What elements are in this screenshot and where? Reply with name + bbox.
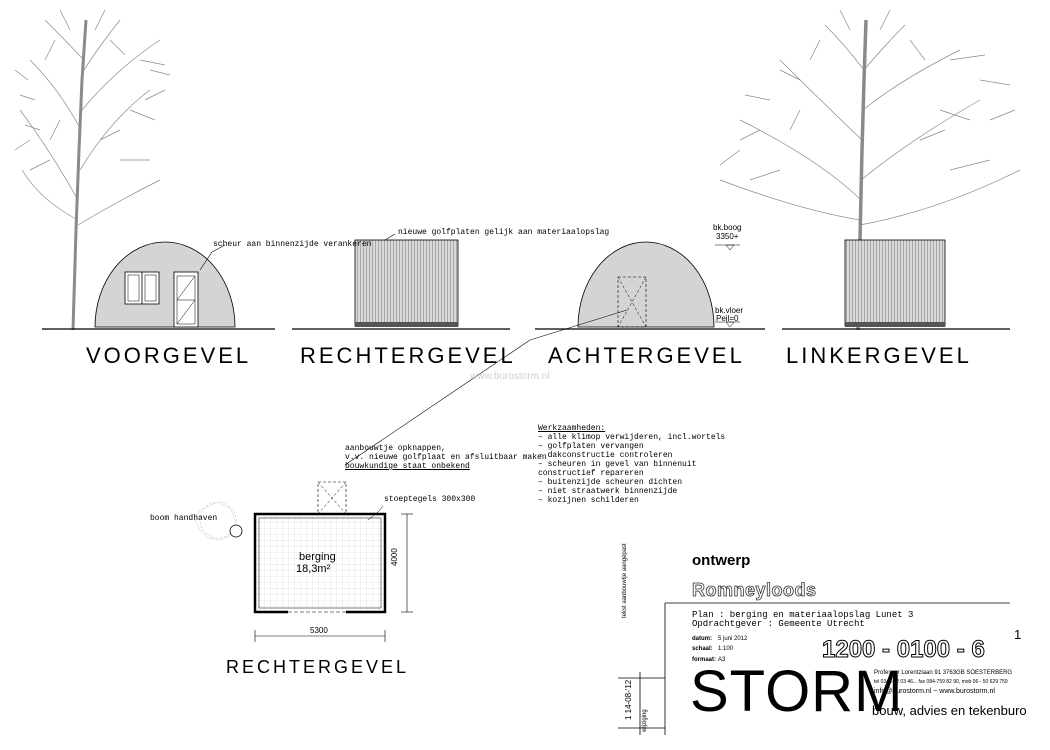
note-aanbouw-1: aanbouwtje opknappen, — [345, 444, 446, 453]
label-voorgevel: VOORGEVEL — [86, 343, 252, 368]
floor-plan — [194, 481, 413, 642]
note-aanbouw-2: v.v. nieuwe golfplaat en afsluitbaar mak… — [345, 453, 547, 462]
firm-address: Professor Lorentzlaan 91 3763GB SOESTERB… — [874, 670, 1013, 676]
revision-number: 1 — [1014, 627, 1022, 642]
label-linkergevel: LINKERGEVEL — [786, 343, 972, 368]
note-bk-vloer-value: Peil=0 — [716, 314, 739, 323]
note-golfplaten: nieuwe golfplaten gelijk aan materiaalop… — [398, 228, 610, 237]
status-label: ontwerp — [692, 552, 751, 569]
note-aanbouw-3: bouwkundige staat onbekend — [345, 462, 470, 471]
achtergevel-elevation — [577, 241, 740, 328]
firm-subtitle: bouw, advies en tekenburo — [872, 703, 1027, 718]
note-bk-boog-value: 3350+ — [716, 232, 739, 241]
note-bk-vloer: bk.vloer — [715, 306, 744, 315]
plan-description: Plan : berging en materiaalopslag Lunet … — [692, 610, 914, 620]
dimension-height: 4000 — [390, 548, 399, 566]
work-list-items: – alle klimop verwijderen, incl.wortels–… — [538, 433, 725, 505]
work-list-item: constructief repareren — [538, 469, 644, 478]
label-achtergevel: ACHTERGEVEL — [548, 343, 745, 368]
plan-label: RECHTERGEVEL — [226, 657, 410, 677]
watermark: www.burostorm.nl — [470, 371, 550, 382]
rechtergevel-elevation — [354, 233, 459, 327]
formaat-value: A3 — [718, 657, 726, 663]
linkergevel-elevation — [844, 239, 946, 327]
work-list-item: – scheuren in gevel van binnenuit — [538, 460, 697, 469]
voorgevel-elevation — [94, 241, 236, 328]
title-block-lines — [618, 602, 1010, 735]
work-list-item: – golfplaten vervangen — [538, 442, 644, 451]
revision-header: wijziging — [642, 709, 648, 732]
work-list-item: – dakconstructie controleren — [538, 451, 673, 460]
formaat-label: formaat: — [692, 657, 717, 663]
revision-note: tekst aanbouwtje aangepast — [622, 543, 628, 618]
leader-line — [344, 339, 531, 466]
dimension-width: 5300 — [310, 626, 328, 635]
schaal-value: 1:100 — [718, 646, 734, 652]
label-rechtergevel: RECHTERGEVEL — [300, 343, 516, 368]
work-list: Werkzaamheden: – alle klimop verwijderen… — [538, 424, 725, 505]
note-boom: boom handhaven — [150, 514, 218, 523]
schaal-label: schaal: — [692, 646, 713, 652]
project-name: Romneyloods — [692, 580, 817, 601]
note-scheur: scheur aan binnenzijde verankeren — [213, 240, 372, 249]
work-list-item: – kozijnen schilderen — [538, 496, 639, 505]
firm-phones: tel 0346-82 03 46... fax 084-759 82 90, … — [874, 679, 1008, 685]
firm-contact: info@burostorm.nl ~ www.burostorm.nl — [874, 688, 995, 695]
room-area: 18,3m² — [296, 563, 331, 575]
work-list-title: Werkzaamheden: — [538, 424, 606, 433]
drawing-number: 1200 - 0100 - 6 — [822, 636, 986, 664]
tree-left — [14, 9, 171, 331]
note-bk-boog: bk.boog — [713, 223, 742, 232]
note-stoeptegels: stoeptegels 300x300 — [384, 495, 476, 504]
work-list-item: – niet straatwerk binnenzijde — [538, 487, 678, 496]
client: Opdrachtgever : Gemeente Utrecht — [692, 619, 865, 629]
datum-label: datum: — [692, 636, 712, 642]
room-name: berging — [299, 551, 336, 563]
revision-date: 1 14-08-'12 — [624, 679, 633, 720]
work-list-item: – alle klimop verwijderen, incl.wortels — [538, 433, 726, 442]
work-list-item: – buitenzijde scheuren dichten — [538, 478, 683, 487]
firm-logo: STORM — [690, 659, 904, 724]
datum-value: 5 juni 2012 — [718, 636, 748, 642]
